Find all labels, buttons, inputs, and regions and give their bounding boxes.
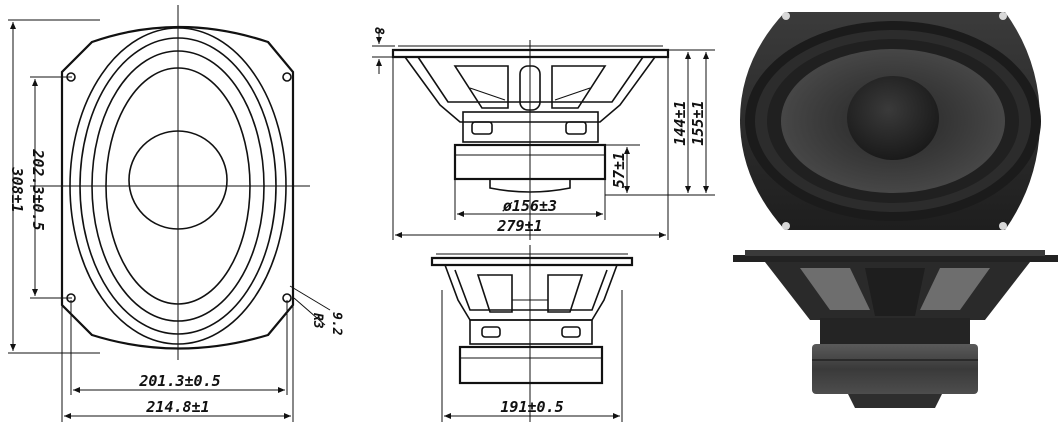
dim-depth-to-magnet: 144±1 <box>671 100 689 145</box>
front-view: 202.3±0.5 308±1 201.3±0.5 214.8±1 9.2 R3 <box>8 5 344 422</box>
dim-overall-length: 279±1 <box>496 217 542 235</box>
side-view: 8 144±1 155±1 57±1 ø156±3 279±1 <box>371 27 715 240</box>
dim-short-side-width: 191±0.5 <box>500 398 563 416</box>
front-mount-hole <box>282 72 292 82</box>
speaker-side-photo <box>733 250 1058 408</box>
dim-flange-thickness: 8 <box>371 27 386 35</box>
dim-depth-total: 155±1 <box>689 100 707 145</box>
front-frame-outline <box>60 25 295 350</box>
short-side-magnet <box>458 345 604 385</box>
speaker-front-photo <box>740 12 1041 230</box>
dim-magnet-height: 57±1 <box>610 152 628 188</box>
short-side-view: 191±0.5 <box>430 245 634 422</box>
dim-mount-height: 202.3±0.5 <box>29 148 47 230</box>
dim-mount-width: 201.3±0.5 <box>138 372 220 390</box>
dim-magnet-diameter: ø156±3 <box>502 197 557 215</box>
dim-outer-width: 214.8±1 <box>145 398 209 416</box>
dim-corner-radius: R3 <box>310 313 325 329</box>
dim-hole-diameter: 9.2 <box>329 312 344 336</box>
dim-outer-height: 308±1 <box>8 166 26 212</box>
